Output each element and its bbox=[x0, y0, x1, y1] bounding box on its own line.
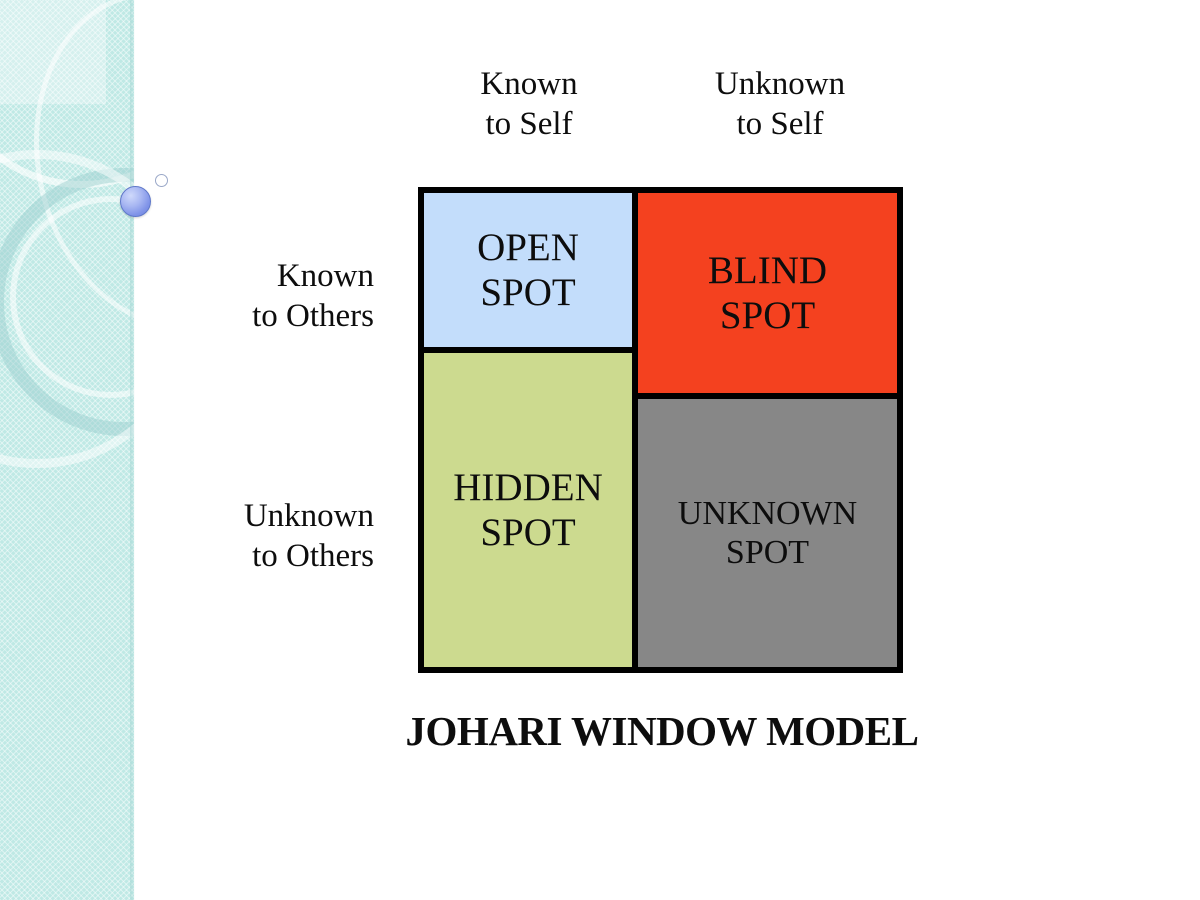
quadrant-open-spot[interactable]: OPEN SPOT bbox=[424, 193, 638, 353]
quadrant-hidden-spot[interactable]: HIDDEN SPOT bbox=[424, 353, 638, 667]
decorative-circle-large bbox=[0, 150, 134, 468]
bullet-sphere-icon bbox=[120, 186, 151, 217]
row-header-known-to-others: Known to Others bbox=[252, 258, 374, 335]
decorative-band-edge bbox=[130, 0, 135, 900]
diagram-title: JOHARI WINDOW MODEL bbox=[405, 708, 919, 754]
column-header-unknown-to-self: Unknown to Self bbox=[714, 66, 846, 143]
row-header-unknown-to-others: Unknown to Others bbox=[243, 498, 374, 575]
small-ring-icon bbox=[155, 174, 168, 187]
johari-window-matrix: OPEN SPOT BLIND SPOT HIDDEN SPOT UNKNOWN… bbox=[418, 187, 903, 673]
decorative-side-band bbox=[0, 0, 134, 900]
quadrant-blind-spot[interactable]: BLIND SPOT bbox=[638, 193, 897, 399]
quadrant-unknown-spot[interactable]: UNKNOWN SPOT bbox=[638, 399, 897, 667]
column-header-known-to-self: Known to Self bbox=[480, 66, 578, 143]
